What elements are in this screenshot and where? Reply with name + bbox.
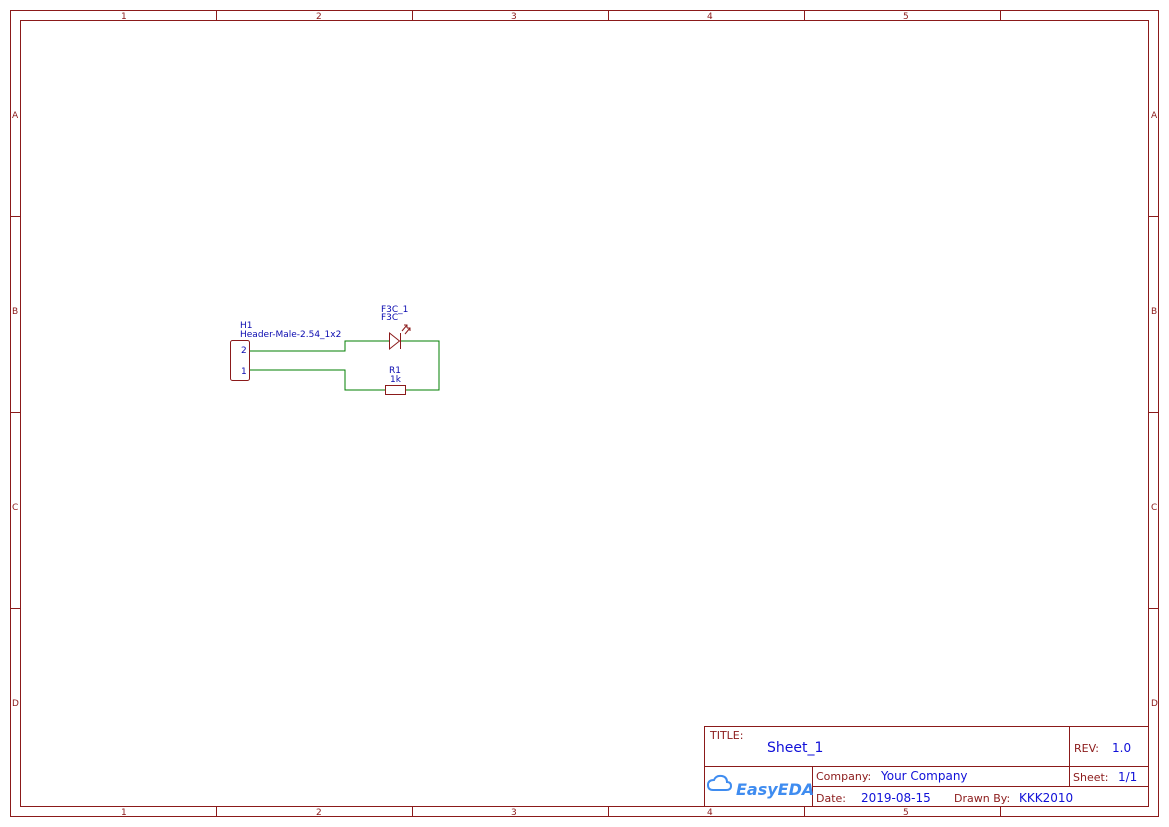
col-label: 4 <box>707 808 713 818</box>
rev-label: REV: <box>1074 742 1099 755</box>
header-pin1: 1 <box>241 367 247 377</box>
row-labels-left: A B C D <box>12 111 19 709</box>
outer-border <box>10 10 1159 817</box>
inner-border <box>20 20 1149 807</box>
row-label: A <box>1151 111 1158 121</box>
date-value: 2019-08-15 <box>861 791 931 805</box>
col-label: 1 <box>121 808 127 818</box>
row-label: C <box>12 503 18 513</box>
col-label: 2 <box>316 12 322 22</box>
title-value: Sheet_1 <box>767 740 823 756</box>
rev-value: 1.0 <box>1112 741 1131 755</box>
col-label: 2 <box>316 808 322 818</box>
row-ticks <box>10 216 1159 609</box>
col-label: 5 <box>903 808 909 818</box>
drawn-by-label: Drawn By: <box>954 792 1010 805</box>
sheet-value: 1/1 <box>1118 770 1137 784</box>
header-pin2: 2 <box>241 346 247 356</box>
title-label: TITLE: <box>709 729 743 742</box>
header-ref: H1 <box>240 321 253 331</box>
column-ticks <box>216 10 1001 817</box>
column-labels-top: 1 2 3 4 5 <box>121 12 909 22</box>
row-label: B <box>1151 307 1157 317</box>
drawn-by-value: KKK2010 <box>1019 791 1073 805</box>
column-labels-bottom: 1 2 3 4 5 <box>121 808 909 818</box>
sheet-label: Sheet: <box>1073 771 1109 784</box>
col-label: 4 <box>707 12 713 22</box>
col-label: 5 <box>903 12 909 22</box>
resistor-r1[interactable]: R1 1k <box>385 366 406 395</box>
led-ref: F3C_1 <box>381 305 408 315</box>
header-h1[interactable]: H1 Header-Male-2.54_1x2 2 1 <box>230 321 342 381</box>
resistor-value: 1k <box>390 375 402 385</box>
col-label: 3 <box>511 808 517 818</box>
row-label: B <box>12 307 18 317</box>
led-f3c[interactable]: F3C_1 F3C <box>381 305 411 351</box>
led-value: F3C <box>381 313 398 323</box>
row-label: A <box>12 111 19 121</box>
title-block: TITLE: Sheet_1 REV: 1.0 Company: Your Co… <box>704 726 1149 807</box>
easyeda-logo: EasyEDA <box>706 774 814 799</box>
circuit[interactable]: H1 Header-Male-2.54_1x2 2 1 F3C_1 F3C R1 <box>230 305 440 395</box>
date-label: Date: <box>816 792 846 805</box>
cloud-icon <box>706 774 733 791</box>
wires[interactable] <box>250 340 440 391</box>
row-label: D <box>12 699 19 709</box>
header-value: Header-Male-2.54_1x2 <box>240 330 341 340</box>
company-label: Company: <box>816 770 871 783</box>
row-labels-right: A B C D <box>1151 111 1158 709</box>
row-label: D <box>1151 699 1158 709</box>
col-label: 3 <box>511 12 517 22</box>
row-label: C <box>1151 503 1157 513</box>
resistor-ref: R1 <box>389 366 401 376</box>
logo-text: EasyEDA <box>736 780 814 799</box>
col-label: 1 <box>121 12 127 22</box>
company-value: Your Company <box>880 769 968 783</box>
